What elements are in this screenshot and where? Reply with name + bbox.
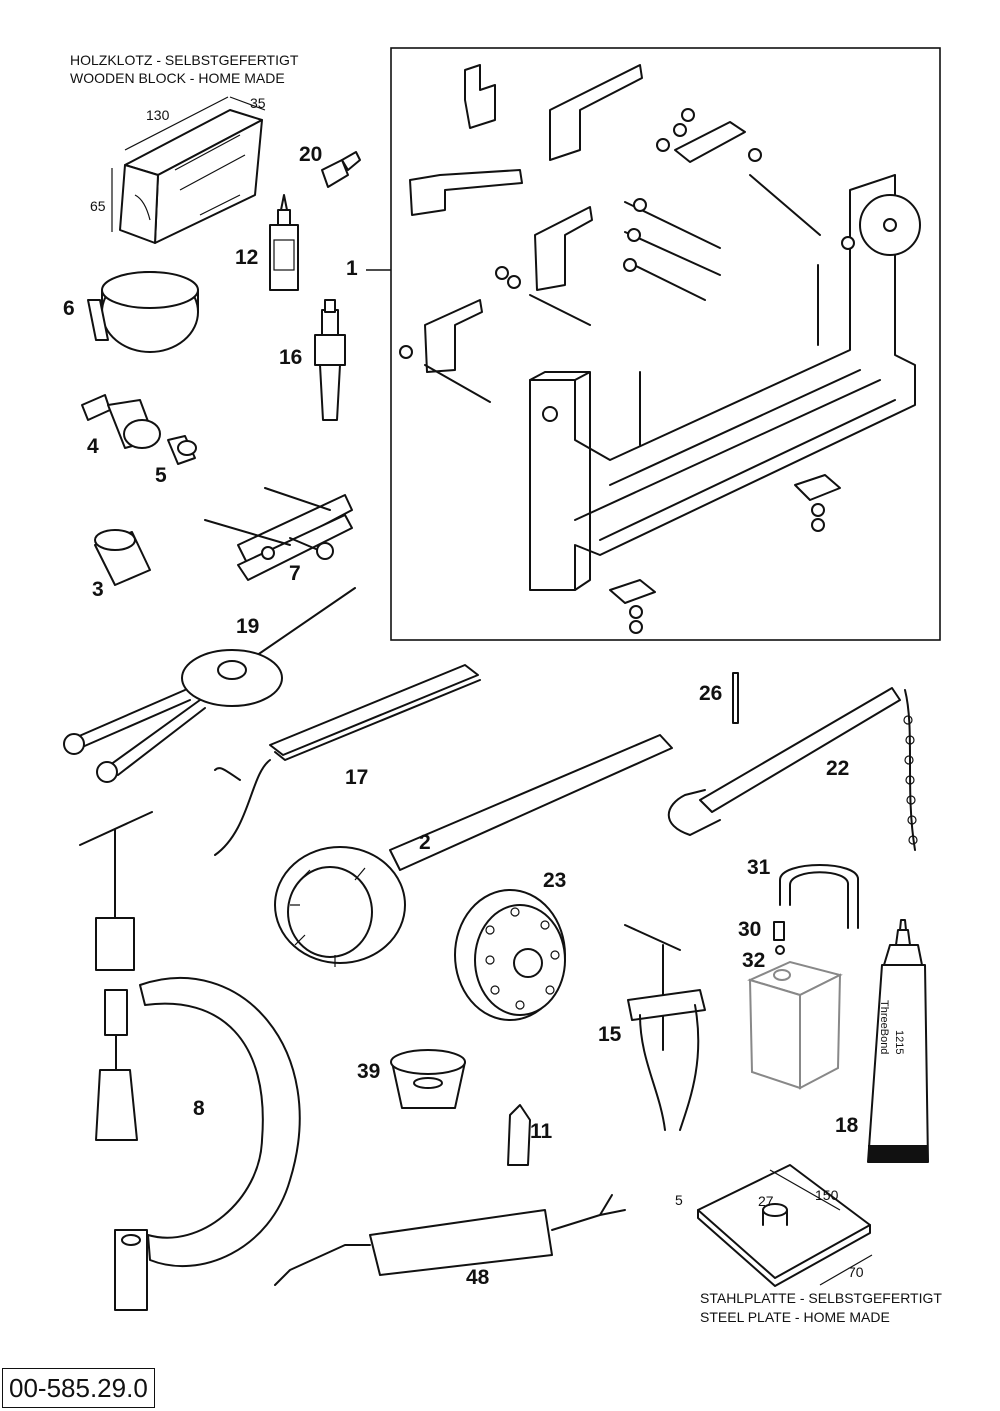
callout-32: 32 <box>742 949 766 972</box>
document-number: 00-585.29.0 <box>2 1368 155 1408</box>
part-18-threebond-tube <box>867 919 929 1163</box>
part-4-socket <box>81 394 161 449</box>
stand-inner-rail <box>574 369 896 541</box>
callout-12: 12 <box>235 246 259 269</box>
engine-stand-box <box>390 47 941 641</box>
callout-19: 19 <box>236 615 260 638</box>
callout-48: 48 <box>466 1266 490 1289</box>
part-26-pin <box>732 672 739 724</box>
callout-1: 1 <box>346 257 358 280</box>
callout-20: 20 <box>299 143 323 166</box>
steel-plate-note-de: STAHLPLATTE - SELBSTGEFERTIGT <box>700 1290 942 1306</box>
oil-can <box>747 960 843 1090</box>
callout-15: 15 <box>598 1023 622 1046</box>
tube-brand-label: ThreeBond <box>878 1000 890 1055</box>
callout-22: 22 <box>826 757 850 780</box>
part-17-fork-wrench <box>214 664 481 856</box>
part-30-fitting <box>773 921 785 941</box>
stand-left-post <box>529 371 591 591</box>
wooden-block-note-en: WOODEN BLOCK - HOME MADE <box>70 70 285 86</box>
square-washer-right <box>794 474 841 501</box>
part-31-hose <box>779 864 860 929</box>
wooden-block-note-de: HOLZKLOTZ - SELBSTGEFERTIGT <box>70 52 299 68</box>
callout-31: 31 <box>747 856 771 879</box>
bracket-arm-top <box>549 64 643 161</box>
wooden-block-drawing <box>111 96 266 244</box>
dim-block-height: 65 <box>90 198 106 214</box>
callout-11: 11 <box>530 1120 553 1143</box>
callout-30: 30 <box>738 918 762 941</box>
bracket-arm-bottom <box>424 299 483 373</box>
steel-plate-drawing <box>697 1164 873 1287</box>
part-39-oil-filter-wrench <box>390 1049 466 1109</box>
callout-7: 7 <box>289 562 301 585</box>
callout-4: 4 <box>87 435 99 458</box>
callout-3: 3 <box>92 578 104 601</box>
part-12-bottle <box>269 194 299 291</box>
stand-pin <box>542 406 558 422</box>
part-2-clutch-holder <box>274 734 673 967</box>
dim-block-depth: 35 <box>250 95 266 111</box>
part-3-sleeve <box>94 529 151 586</box>
callout-16: 16 <box>279 346 303 369</box>
part-20-nozzle <box>321 151 361 188</box>
part-5-bushing <box>167 435 197 465</box>
dim-plate-thickness: 5 <box>675 1192 683 1208</box>
callout-2: 2 <box>419 831 431 854</box>
bracket-arm-mid <box>409 169 523 216</box>
part-16-puller <box>314 299 346 421</box>
part-19-crank-puller <box>63 587 356 783</box>
part-48-grease-gun <box>274 1194 626 1286</box>
stand-base-frame <box>529 174 916 591</box>
square-washer-left <box>609 579 656 604</box>
callout-18: 18 <box>835 1114 859 1137</box>
callout-5: 5 <box>155 464 167 487</box>
dim-plate-length: 150 <box>815 1187 839 1203</box>
bracket-arm-low <box>534 206 593 291</box>
part-22-chain-wrench <box>667 687 918 851</box>
bracket-small <box>464 64 496 129</box>
part-15-gear-puller <box>624 924 706 1131</box>
link-plate <box>674 121 746 163</box>
steel-plate-note-en: STEEL PLATE - HOME MADE <box>700 1309 890 1325</box>
dim-block-length: 130 <box>146 107 170 123</box>
part-6-ring <box>87 271 199 353</box>
tube-code-label: 1215 <box>893 1030 905 1055</box>
callout-26: 26 <box>699 682 723 705</box>
part-11-tip <box>507 1104 531 1166</box>
callout-17: 17 <box>345 766 369 789</box>
engine-stand-group <box>366 47 941 641</box>
callout-8: 8 <box>193 1097 205 1120</box>
part-23-flywheel-holder <box>454 889 566 1021</box>
stand-plate-hole <box>883 218 897 232</box>
callout-6: 6 <box>63 297 75 320</box>
dim-plate-hole: 27 <box>758 1193 774 1209</box>
part-7-bearing-puller <box>204 487 353 581</box>
callout-23: 23 <box>543 869 567 892</box>
callout-39: 39 <box>357 1060 381 1083</box>
bolts-group <box>399 108 855 634</box>
part-8-valve-compressor <box>79 811 301 1311</box>
dim-plate-width: 70 <box>848 1264 864 1280</box>
part-32-washer <box>775 945 785 955</box>
